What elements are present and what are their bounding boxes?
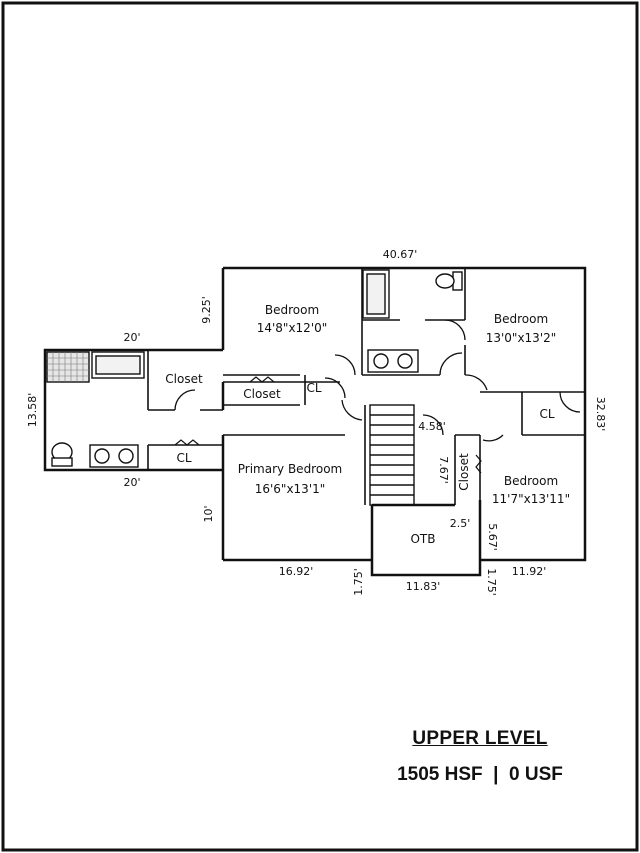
square-footage: 1505 HSF | 0 USF	[397, 764, 563, 785]
bedroom-nw-size: 14'8"x12'0"	[257, 321, 328, 335]
dim-wing-left: 13.58'	[26, 393, 39, 428]
otb-label: OTB	[410, 532, 435, 546]
dim-closet-b: 2.5'	[450, 517, 471, 530]
bedroom-ne-size: 13'0"x13'2"	[486, 331, 557, 345]
primary-bedroom-size: 16'6"x13'1"	[255, 482, 326, 496]
hall-closet-label: Closet	[243, 387, 281, 401]
dim-wing-top: 20'	[123, 331, 140, 344]
dim-otb-bottom: 11.83'	[406, 580, 441, 593]
level-title: UPPER LEVEL	[412, 728, 548, 749]
dim-otb-right: 1.75'	[485, 568, 498, 596]
bedroom-se-label: Bedroom	[504, 474, 558, 488]
hall-cl-label: CL	[306, 381, 321, 395]
bathroom-fixtures	[46, 269, 463, 468]
dim-top: 40.67'	[383, 248, 418, 261]
shower-tile-grid	[47, 352, 89, 382]
dim-top-left: 9.25'	[200, 296, 213, 324]
bifold-doors	[174, 376, 482, 474]
primary-closet-label: Closet	[165, 372, 203, 386]
primary-cl-label: CL	[176, 451, 191, 465]
primary-bedroom-label: Primary Bedroom	[238, 462, 342, 476]
bedroom-se-size: 11'7"x13'11"	[492, 492, 570, 506]
vertical-closet-label: Closet	[457, 453, 471, 491]
dim-closet-c: 5.67'	[486, 523, 499, 551]
dim-stair: 4.58'	[418, 420, 446, 433]
dim-closet-a: 7.67'	[437, 456, 450, 484]
dim-right: 32.83'	[594, 397, 607, 432]
dim-bottom-right: 11.92'	[512, 565, 547, 578]
dim-bottom-left: 16.92'	[279, 565, 314, 578]
dim-otb-left: 1.75'	[352, 568, 365, 596]
bedroom-ne-label: Bedroom	[494, 312, 548, 326]
bedroom-nw-label: Bedroom	[265, 303, 319, 317]
level-summary: UPPER LEVEL 1505 HSF | 0 USF	[360, 728, 600, 786]
staircase	[369, 404, 415, 506]
east-cl-label: CL	[539, 407, 554, 421]
door-swings	[174, 319, 581, 442]
walls	[43, 266, 587, 577]
dim-primary-left: 10'	[202, 505, 215, 522]
dim-wing-bottom: 20'	[123, 476, 140, 489]
